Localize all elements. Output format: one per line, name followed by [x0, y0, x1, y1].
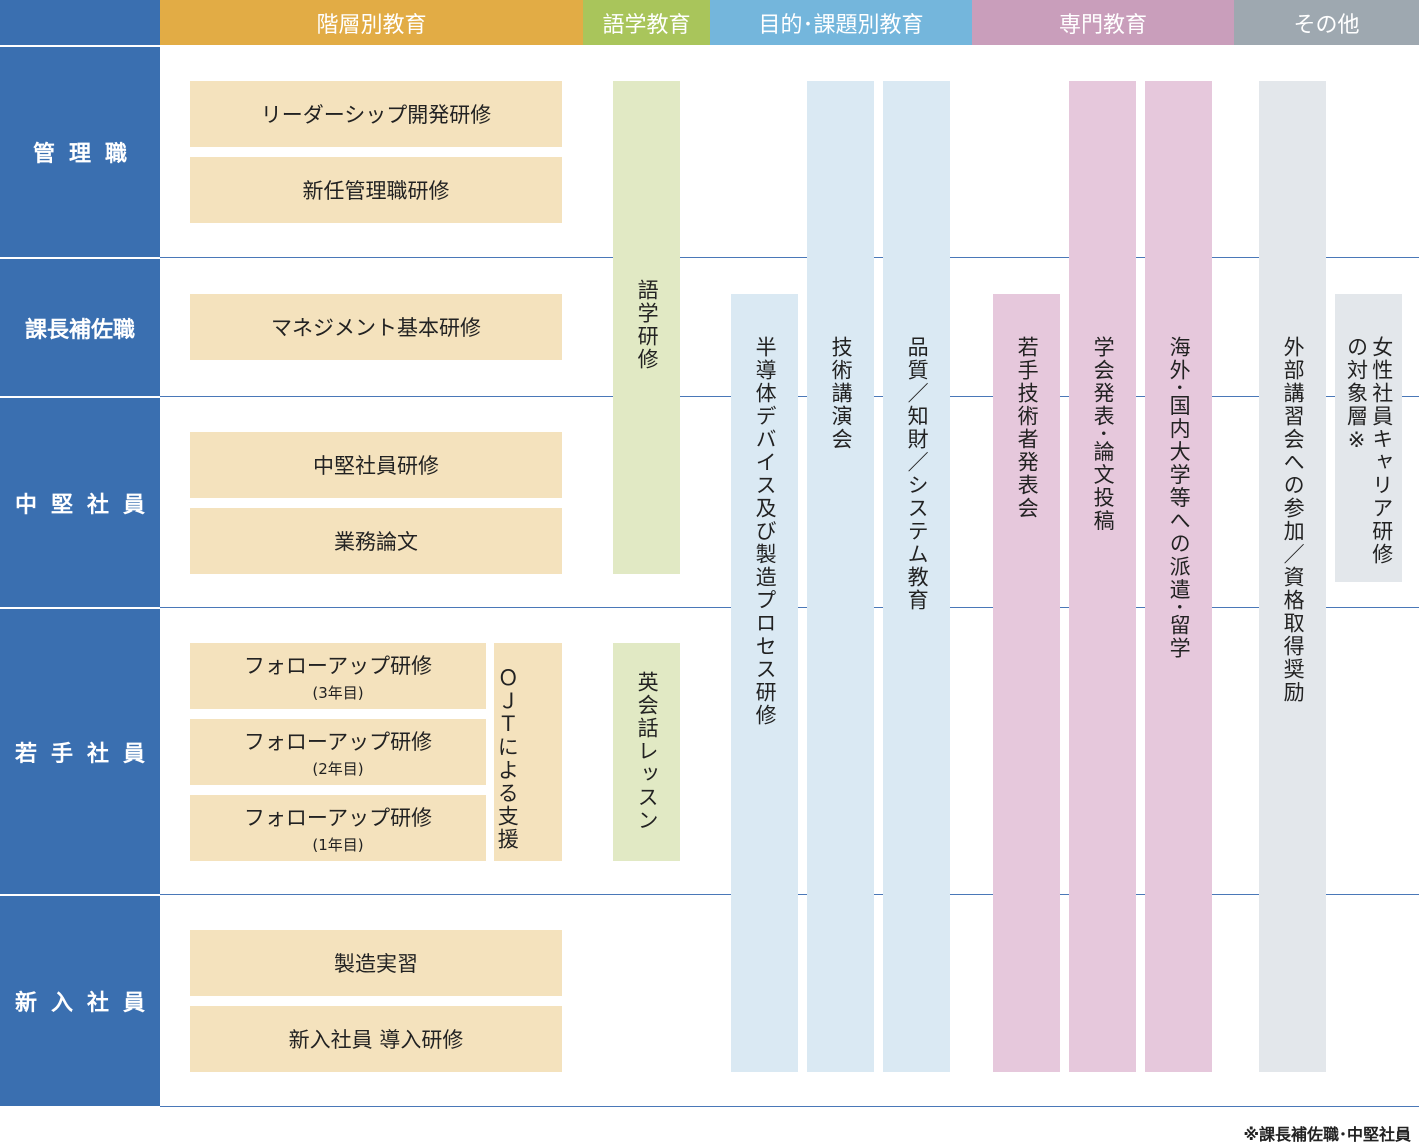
program-label: リーダーシップ開発研修: [260, 103, 492, 127]
program-sublabel: (3年目): [312, 683, 364, 702]
program-chuken: 中堅社員研修: [190, 432, 562, 498]
bar-wakate-gijutsu: 若手技術者発表会: [993, 294, 1060, 1072]
header-kaisou: 階層別教育: [160, 0, 583, 45]
program-sublabel: (1年目): [312, 835, 364, 854]
program-follow-3: フォローアップ研修 (3年目): [190, 643, 486, 709]
bar-gogaku-kenshu: 語学研修: [613, 81, 680, 574]
header-sonota: その他: [1234, 0, 1419, 45]
bar-label: 外部講習会への参加／資格取得奨励: [1281, 336, 1306, 704]
program-label: 中堅社員研修: [313, 454, 439, 478]
program-label: 新任管理職研修: [302, 179, 450, 203]
bar-hinshitsu: 品質／知財／システム教育: [883, 81, 950, 1072]
bar-kaigai: 海外･国内大学等への派遣･留学: [1145, 81, 1212, 1072]
header-corner: [0, 0, 160, 45]
bar-label: 英会話レッスン: [635, 671, 660, 832]
bar-label: 技術講演会: [829, 336, 854, 451]
program-label: 製造実習: [334, 952, 418, 976]
header-senmon: 専門教育: [972, 0, 1234, 45]
bar-label: 半導体デバイス及び製造プロセス研修: [753, 336, 778, 727]
bar-label: 女性社員キャリア研修の対象層※: [1344, 336, 1394, 566]
program-label: フォローアップ研修: [243, 653, 433, 678]
program-seizou-jisshu: 製造実習: [190, 930, 562, 996]
program-label: フォローアップ研修: [243, 805, 433, 830]
program-ojt: ＯＪＴによる支援: [494, 643, 562, 861]
footnote: ※課長補佐職･中堅社員: [1243, 1125, 1411, 1144]
bar-label: 品質／知財／システム教育: [905, 336, 930, 612]
program-label: ＯＪＴによる支援: [495, 667, 520, 851]
header-mokuteki: 目的･課題別教育: [710, 0, 972, 45]
row-divider: [160, 257, 1419, 258]
bar-eikaiwa: 英会話レッスン: [613, 643, 680, 861]
program-gyomu-ronbun: 業務論文: [190, 508, 562, 574]
bar-josei: 女性社員キャリア研修の対象層※: [1335, 294, 1402, 582]
program-management: マネジメント基本研修: [190, 294, 562, 360]
program-label: フォローアップ研修: [243, 729, 433, 754]
program-label: 新入社員 導入研修: [288, 1028, 464, 1052]
level-shinnyu: 新入社員: [0, 896, 160, 1106]
program-follow-1: フォローアップ研修 (1年目): [190, 795, 486, 861]
level-kanri: 管理職: [0, 47, 160, 257]
header-gogaku: 語学教育: [583, 0, 710, 45]
bar-label: 語学研修: [635, 279, 660, 371]
level-wakate: 若手社員: [0, 609, 160, 894]
bar-label: 海外･国内大学等への派遣･留学: [1167, 336, 1192, 660]
program-sublabel: (2年目): [312, 759, 364, 778]
program-dounyu: 新入社員 導入研修: [190, 1006, 562, 1072]
program-label: マネジメント基本研修: [271, 316, 481, 340]
program-shinnin-kanri: 新任管理職研修: [190, 157, 562, 223]
bar-label: 学会発表･論文投稿: [1091, 336, 1116, 533]
level-chuken: 中堅社員: [0, 398, 160, 607]
program-label: 業務論文: [334, 530, 418, 554]
bar-gijutsu-kouen: 技術講演会: [807, 81, 874, 1072]
program-follow-2: フォローアップ研修 (2年目): [190, 719, 486, 785]
program-leadership: リーダーシップ開発研修: [190, 81, 562, 147]
bar-gaibu: 外部講習会への参加／資格取得奨励: [1259, 81, 1326, 1072]
level-kachou-hosa: 課長補佐職: [0, 259, 160, 396]
bottom-divider: [160, 1106, 1419, 1107]
bar-label: 若手技術者発表会: [1015, 336, 1040, 520]
bar-handotai: 半導体デバイス及び製造プロセス研修: [731, 294, 798, 1072]
bar-gakkai: 学会発表･論文投稿: [1069, 81, 1136, 1072]
